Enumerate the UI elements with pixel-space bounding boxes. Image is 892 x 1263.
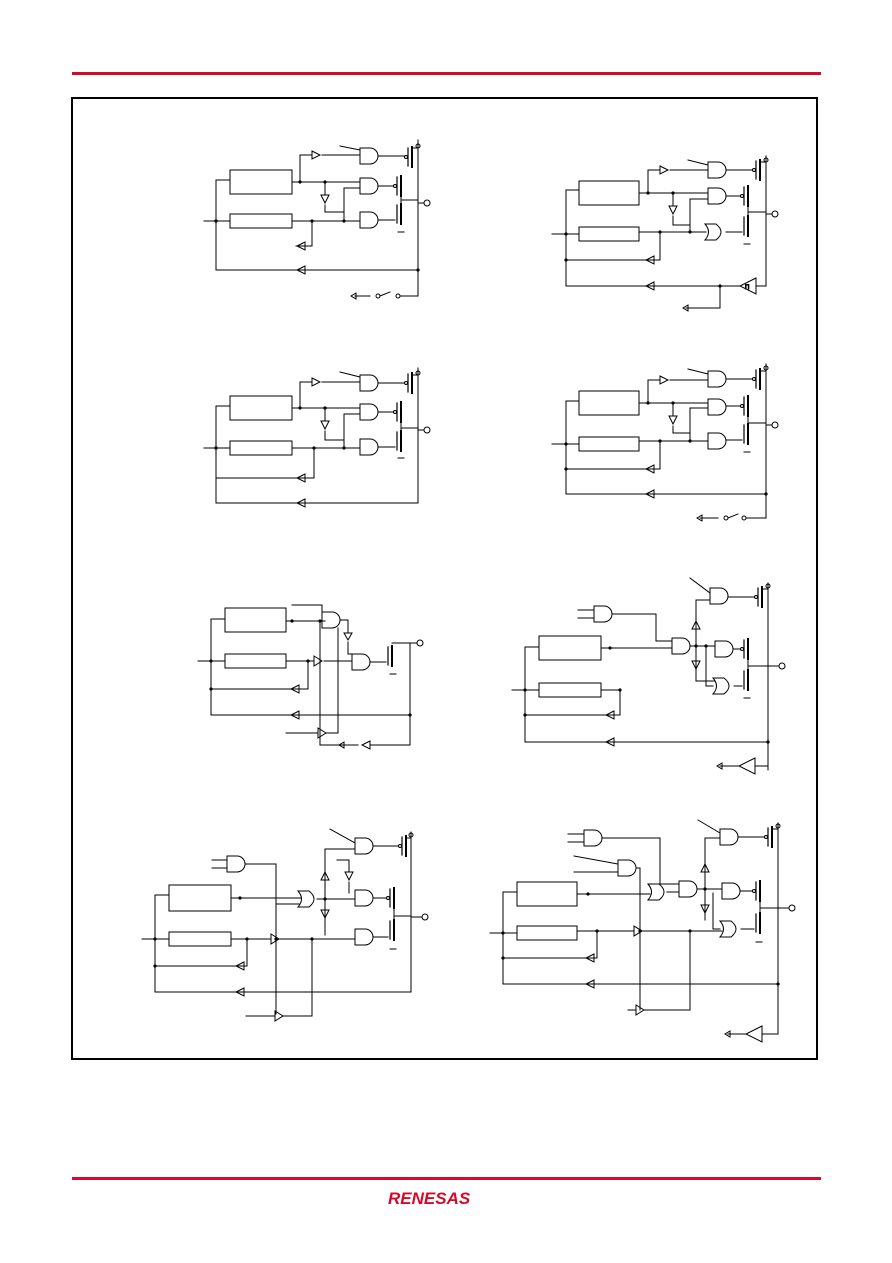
footer-rule (72, 1177, 821, 1180)
diagram-8-right-bottom (489, 819, 796, 1043)
header-rule (72, 72, 821, 75)
diagram-4-right-second (551, 363, 779, 522)
svg-text:Π: Π (745, 285, 749, 291)
renesas-logo: RENESAS (388, 1189, 471, 1208)
diagram-7-left-bottom (141, 828, 429, 1022)
logo-text: RENESAS (388, 1189, 471, 1208)
junction-dots (153, 180, 780, 986)
diagram-2-right-top: Π (551, 155, 779, 312)
diagram-5-left-third (197, 604, 424, 750)
diagram-6-right-third (511, 577, 786, 775)
diagram-1-left-top (203, 139, 431, 300)
figure-frame (71, 97, 818, 1060)
diagram-3-left-second (203, 367, 431, 508)
